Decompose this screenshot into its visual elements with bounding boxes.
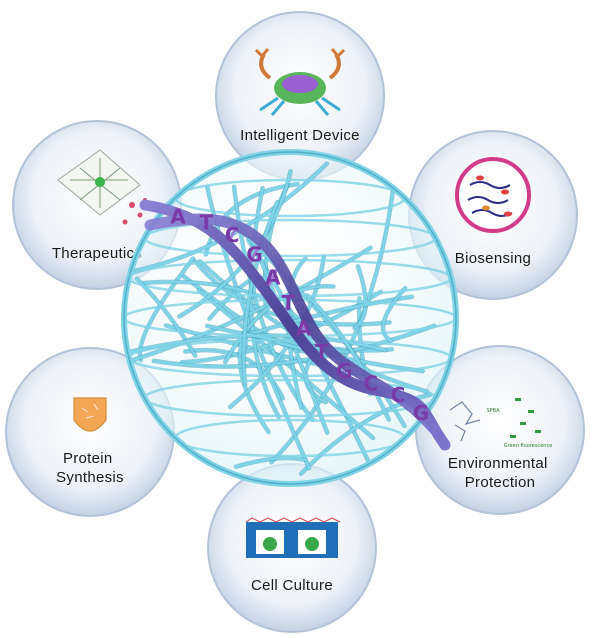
mesh-fiber xyxy=(381,286,407,343)
node-label-biosensing: Biosensing xyxy=(455,250,531,267)
dna-base-letter: C xyxy=(391,383,406,407)
mesh-fiber xyxy=(242,200,279,386)
node-label-therapeutics: Therapeutics xyxy=(52,245,142,262)
mesh-fiber xyxy=(205,185,311,470)
mesh-fiber xyxy=(286,257,307,410)
node-label-intelligent-device: Intelligent Device xyxy=(240,127,360,144)
dna-base-letter: T xyxy=(199,211,213,235)
dna-base-letter: T xyxy=(281,291,295,315)
node-protein-synthesis[interactable]: Protein Synthesis xyxy=(5,347,175,517)
mesh-fiber xyxy=(141,280,313,332)
sensor-droplet-icon xyxy=(455,157,531,233)
mesh-fiber xyxy=(305,293,391,422)
reaction-vial-icon xyxy=(73,397,107,432)
mesh-fiber xyxy=(138,257,195,362)
bacteria-network-icon: SPBA Green fluorescence xyxy=(449,398,553,449)
hydrogel-lattice-icon xyxy=(57,149,147,225)
dna-base-letter: G xyxy=(413,401,429,425)
green-fluorescence-label: Green fluorescence xyxy=(504,443,553,449)
node-intelligent-device[interactable]: Intelligent Device xyxy=(215,11,385,181)
mesh-fiber xyxy=(152,324,436,369)
dna-base-letter: T xyxy=(315,340,329,364)
dna-base-letter: C xyxy=(363,372,378,396)
node-cell-culture[interactable]: Cell Culture xyxy=(207,463,377,633)
dna-base-letter: A xyxy=(170,204,186,228)
node-label-cell-culture: Cell Culture xyxy=(251,577,333,594)
dna-base-letter: A xyxy=(265,266,281,290)
node-biosensing[interactable]: Biosensing xyxy=(408,130,578,300)
application-nodes: Intelligent Device Therapeutics xyxy=(5,11,585,633)
crab-robot-icon xyxy=(254,48,346,116)
cell-chamber-icon xyxy=(245,517,341,558)
dna-base-letter: G xyxy=(246,242,262,266)
dna-strand-b xyxy=(144,213,441,436)
mesh-fiber xyxy=(130,246,373,362)
dna-base-letter: C xyxy=(225,223,240,247)
node-label-environmental-protection: Environmental Protection xyxy=(448,455,552,491)
dna-base-letter: A xyxy=(296,316,312,340)
spba-label: SPBA xyxy=(486,408,500,414)
dna-base-letter: G xyxy=(336,359,352,383)
mesh-fiber xyxy=(249,186,281,419)
node-label-protein-synthesis: Protein Synthesis xyxy=(56,450,124,486)
mesh-fiber xyxy=(234,456,307,469)
dna-strand-a xyxy=(139,199,451,451)
